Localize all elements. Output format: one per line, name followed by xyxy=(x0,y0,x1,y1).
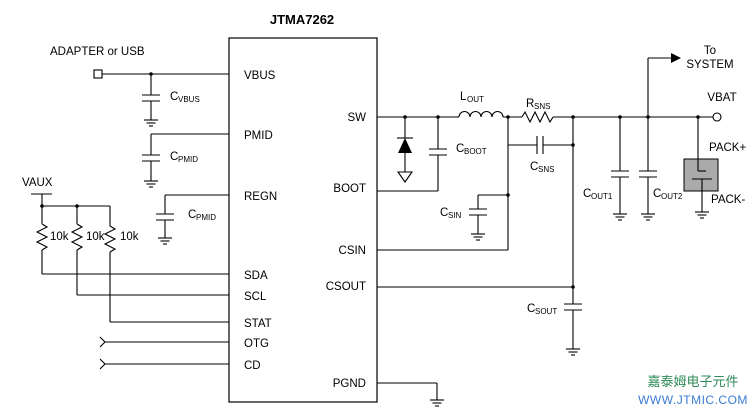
csin-sub: SIN xyxy=(448,211,462,220)
diode xyxy=(398,138,412,153)
pack-minus-label: PACK- xyxy=(711,194,745,206)
lout-main: L xyxy=(460,91,467,103)
res2-label: 10k xyxy=(86,231,105,243)
adapter-terminal xyxy=(93,69,103,79)
cout2-sub: OUT2 xyxy=(661,192,683,201)
chip-body xyxy=(228,37,378,403)
csin-main: C xyxy=(440,207,448,219)
cpmid2-main: C xyxy=(188,209,196,221)
battery-body xyxy=(683,158,719,192)
res1-label: 10k xyxy=(50,231,69,243)
resistor-scl xyxy=(70,223,84,251)
cout1-main: C xyxy=(583,188,591,200)
cd-arrow xyxy=(99,358,106,370)
pmid-capacitor: C PMID xyxy=(142,133,229,188)
system-label: SYSTEM xyxy=(686,59,733,71)
adapter-label: ADAPTER or USB xyxy=(50,46,145,58)
regn-capacitor: C PMID xyxy=(156,194,229,245)
pin-sda: SDA xyxy=(244,270,268,282)
pin-otg: OTG xyxy=(244,338,269,350)
adapter-input: ADAPTER or USB xyxy=(50,46,229,79)
cout1-sub: OUT1 xyxy=(591,192,613,201)
rsns-main: R xyxy=(526,98,534,110)
csout-sub: SOUT xyxy=(535,307,557,316)
pgnd-ground xyxy=(377,382,445,407)
cboot-sub: BOOT xyxy=(464,147,487,156)
output-inductor: L OUT xyxy=(458,91,522,119)
csin-network: C SIN xyxy=(377,145,510,251)
vbat-terminal xyxy=(712,112,722,122)
vaux-label: VAUX xyxy=(22,177,53,189)
watermark-cn: 嘉泰姆电子元件 xyxy=(647,374,738,389)
sw-node xyxy=(377,115,459,183)
cvbus-main: C xyxy=(170,91,178,103)
pin-boot: BOOT xyxy=(333,183,366,195)
rsns-sub: SNS xyxy=(534,102,550,111)
pin-csin: CSIN xyxy=(339,245,366,257)
system-arrow xyxy=(671,53,681,63)
csns-sub: SNS xyxy=(538,165,554,174)
pin-pmid: PMID xyxy=(244,130,273,142)
cpmid-sub: PMID xyxy=(178,155,198,164)
system-output: To SYSTEM xyxy=(648,45,734,71)
cpmid-main: C xyxy=(170,151,178,163)
csns-main: C xyxy=(530,161,538,173)
vaux-pullups: VAUX 10k 10k 10k xyxy=(22,177,229,323)
otg-cd-inputs xyxy=(99,336,229,370)
lout-sub: OUT xyxy=(467,95,484,104)
to-label: To xyxy=(704,45,716,57)
otg-arrow xyxy=(99,336,106,348)
vbus-capacitor: C VBUS xyxy=(142,74,200,127)
sense-capacitor: C SNS xyxy=(507,117,573,174)
pin-stat: STAT xyxy=(244,318,272,330)
cboot-main: C xyxy=(456,143,464,155)
pack-plus-label: PACK+ xyxy=(709,142,746,154)
pin-cd: CD xyxy=(244,360,261,372)
cvbus-sub: VBUS xyxy=(178,95,200,104)
output-capacitors: C OUT1 C OUT2 xyxy=(583,58,683,221)
battery-pack: VBAT PACK+ PACK- xyxy=(683,92,746,219)
cpmid2-sub: PMID xyxy=(196,213,216,222)
pin-csout: CSOUT xyxy=(326,281,366,293)
pin-regn: REGN xyxy=(244,191,277,203)
boot-capacitor: C BOOT xyxy=(377,117,487,192)
watermark-url: WWW.JTMIC.COM xyxy=(638,393,748,407)
cout2-main: C xyxy=(653,188,661,200)
pin-vbus: VBUS xyxy=(244,70,276,82)
csout-network: C SOUT xyxy=(377,117,582,356)
chip-title: JTMA7262 xyxy=(270,12,334,27)
resistor-sda xyxy=(35,223,49,251)
sense-resistor: R SNS xyxy=(521,98,720,124)
csout-main: C xyxy=(527,303,535,315)
pin-pgnd: PGND xyxy=(333,378,366,390)
vbat-label: VBAT xyxy=(707,92,736,104)
pin-scl: SCL xyxy=(244,291,267,303)
res3-label: 10k xyxy=(120,231,139,243)
pin-sw: SW xyxy=(347,112,366,124)
resistor-stat xyxy=(103,225,117,253)
